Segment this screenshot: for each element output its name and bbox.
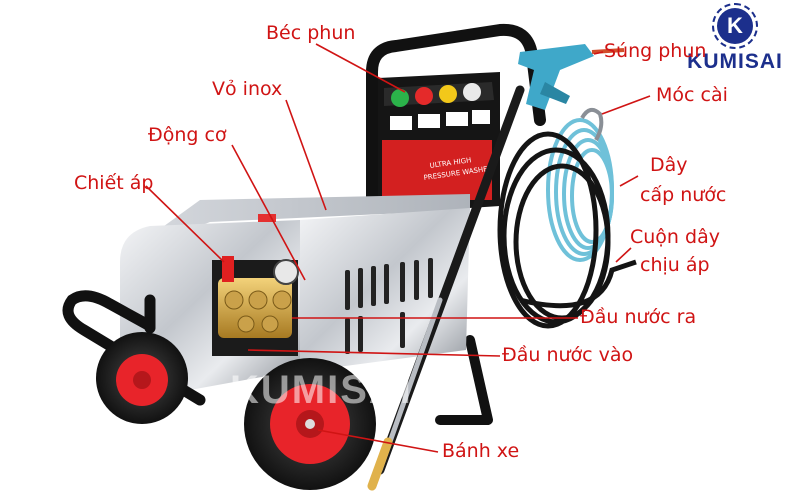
nozzle-red-icon: [415, 87, 433, 105]
pressure-gauge-icon: [273, 259, 299, 285]
pump-assembly: [212, 256, 299, 356]
label-dong-co: Động cơ: [148, 124, 227, 146]
label-moc-cai: Móc cài: [656, 84, 728, 106]
spray-lance: [367, 85, 525, 491]
watermark: KUMISAI: [230, 368, 413, 412]
nozzle-white-icon: [463, 83, 481, 101]
control-panel: ULTRA HIGH PRESSURE WASHER: [378, 72, 500, 214]
label-dau-nuoc-ra: Đầu nước ra: [580, 306, 697, 328]
wheel-rear: [96, 332, 188, 424]
spray-gun: [518, 44, 625, 110]
label-day-cap-nuoc-line1: Dây: [650, 154, 688, 176]
leader-lines: [145, 43, 651, 453]
label-dau-nuoc-vao: Đầu nước vào: [502, 344, 634, 366]
water-supply-hose: [546, 118, 614, 262]
logo-k-icon: K: [712, 3, 758, 49]
brand-logo: K KUMISAI: [680, 3, 790, 78]
label-vo-inox: Vỏ inox: [212, 78, 283, 100]
label-banh-xe: Bánh xe: [442, 440, 520, 462]
handle-frame: [366, 23, 546, 425]
label-sung-phun: Súng phun: [604, 40, 707, 62]
hook-icon: [580, 107, 604, 141]
nozzle-green-icon: [391, 89, 409, 107]
nozzle-yellow-icon: [439, 85, 457, 103]
label-chiet-ap: Chiết áp: [74, 172, 154, 194]
pressure-regulator-icon: [222, 256, 234, 282]
label-day-cap-nuoc-line2: cấp nước: [640, 184, 727, 206]
label-cuon-day-line1: Cuộn dây: [630, 226, 720, 248]
logo-text: KUMISAI: [687, 50, 783, 73]
label-bec-phun: Béc phun: [266, 22, 356, 44]
wheel-front: [244, 358, 376, 490]
front-frame: [62, 290, 206, 406]
label-cuon-day-line2: chịu áp: [640, 254, 710, 276]
